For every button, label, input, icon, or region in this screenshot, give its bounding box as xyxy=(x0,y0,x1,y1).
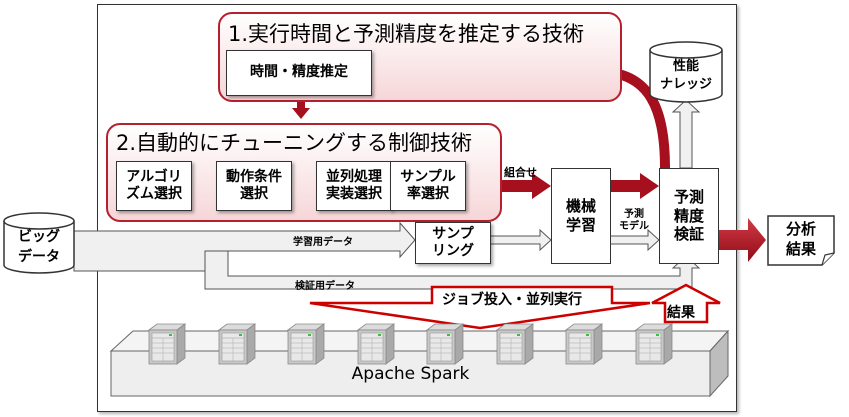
sample-rate-box: サンプル 率選択 xyxy=(390,161,466,211)
server-icon xyxy=(425,323,465,365)
server-icon xyxy=(564,323,604,365)
step-1-line2: ズム選択 xyxy=(126,186,182,202)
verify-line3: 検証 xyxy=(673,225,704,244)
ml-to-verification-arrow xyxy=(610,173,659,199)
model-arrow xyxy=(609,228,660,252)
big-data-label: ビッグ データ xyxy=(2,228,76,267)
big-data-line2: データ xyxy=(18,248,60,265)
knowledge-db-label: 性能 ナレッジ xyxy=(648,58,724,93)
auto-tuning-panel-title: 2.自動的にチューニングする制御技術 xyxy=(116,131,473,155)
ml-line1: 機械 xyxy=(565,197,596,216)
result-label: 結果 xyxy=(667,305,695,321)
validation-data-label: 検証用データ xyxy=(295,281,355,292)
output-line2: 結果 xyxy=(785,240,816,259)
result-arrow xyxy=(651,283,721,324)
parallel-implementation-box: 並列処理 実装選択 xyxy=(316,161,392,211)
verify-line1: 予測 xyxy=(673,187,704,206)
step-4-line2: 率選択 xyxy=(407,186,449,202)
prediction-model-label: 予測 モデル xyxy=(612,209,656,232)
big-data-line1: ビッグ xyxy=(18,229,60,245)
estimation-panel-title: 1.実行時間と予測精度を推定する技術 xyxy=(228,22,585,46)
output-line1: 分析 xyxy=(785,220,816,238)
server-icon xyxy=(217,323,257,365)
sampling-line1: サンプ xyxy=(432,225,474,242)
step-2-line2: 選択 xyxy=(240,186,268,202)
sampling-line2: リング xyxy=(432,243,474,259)
sampling-box: サンプ リング xyxy=(415,222,491,264)
output-result-label: 分析 結果 xyxy=(767,219,835,260)
platform-front xyxy=(110,350,711,397)
server-icon xyxy=(147,323,187,365)
step-3-line1: 並列処理 xyxy=(326,168,382,185)
step-4-line1: サンプル xyxy=(400,168,456,185)
step-2-line1: 動作条件 xyxy=(226,168,282,185)
machine-learning-box: 機械 学習 xyxy=(551,168,611,264)
sampling-to-ml-arrow xyxy=(489,228,552,252)
prediction-accuracy-verification-box: 予測 精度 検証 xyxy=(659,168,719,264)
knowledge-arrow xyxy=(671,99,701,169)
training-data-label: 学習用データ xyxy=(293,237,353,248)
combination-label: 組合せ xyxy=(504,166,537,179)
combination-arrow xyxy=(490,173,551,199)
server-icon xyxy=(356,323,396,365)
apache-spark-label: Apache Spark xyxy=(351,364,470,384)
server-icon xyxy=(634,323,674,365)
step-3-line2: 実装選択 xyxy=(326,186,382,202)
server-icon xyxy=(495,323,535,365)
model-label-line2: モデル xyxy=(619,220,649,232)
verify-line2: 精度 xyxy=(673,206,704,225)
job-submit-label: ジョブ投入・並列実行 xyxy=(442,292,582,308)
knowledge-db-icon xyxy=(649,41,723,103)
step-1-line1: アルゴリ xyxy=(126,168,182,185)
job-submit-arrow xyxy=(309,285,651,330)
output-document-icon xyxy=(767,215,835,266)
knowledge-line1: 性能 xyxy=(672,59,699,74)
ml-line2: 学習 xyxy=(565,216,596,234)
output-arrow xyxy=(719,218,766,262)
knowledge-line2: ナレッジ xyxy=(659,76,712,92)
big-data-db-icon xyxy=(3,212,75,274)
estimate-down-arrowhead xyxy=(292,108,310,119)
training-data-arrow xyxy=(73,221,416,272)
operating-condition-box: 動作条件 選択 xyxy=(216,161,292,211)
server-icon xyxy=(286,323,326,365)
algorithm-selection-box: アルゴリ ズム選択 xyxy=(116,161,192,211)
time-accuracy-estimate-box: 時間・精度推定 xyxy=(226,50,372,96)
model-label-line1: 予測 xyxy=(624,209,644,220)
